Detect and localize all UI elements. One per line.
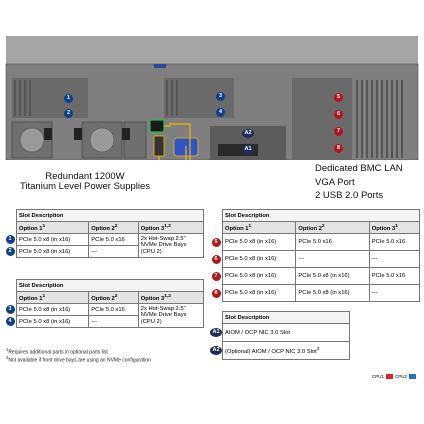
slot-2-marker: 2 (64, 109, 73, 118)
usb-ports-label: 2 USB 2.0 Ports (315, 190, 384, 201)
cell-option2: PCIe 5.0 x8 (in x16) (295, 284, 370, 302)
psu-3 (122, 121, 147, 159)
cell-option1: PCIe 5.0 x8 (in x16) (15, 303, 90, 316)
legend-cpu1-label: CPU1 (371, 374, 384, 379)
cell-option3: PCIe 5.0 x16 (368, 267, 421, 285)
row-marker: 6 (211, 254, 221, 264)
table3-col-option1: Option 11 (221, 221, 297, 234)
cell-option3: --- (368, 250, 421, 268)
table1-title: Slot Description (16, 209, 204, 222)
cell-option2: PCIe 5.0 x16 (88, 303, 139, 316)
legend-cpu1-swatch (385, 374, 393, 379)
row-marker: 2 (5, 247, 15, 256)
cell-option3: 2x Hot-Swap 2.5"NVMe Drive Bays(CPU 2) (137, 233, 205, 258)
usb-ports (153, 135, 165, 157)
cell-option1: PCIe 5.0 x8 (in x16) (221, 284, 297, 302)
table-row: A2 (Optional) AIOM / OCP NIC 3.0 Slot3 (210, 341, 350, 360)
aiom-table: Slot Description A1 AIOM / OCP NIC 3.0 S… (210, 311, 350, 360)
row-marker: 5 (211, 237, 221, 247)
slot-table-2: Slot Description Option 11 Option 22 Opt… (4, 279, 205, 328)
table3-col-option2: Option 22 (295, 221, 370, 234)
table-row: 8 PCIe 5.0 x8 (in x16) PCIe 5.0 x8 (in x… (210, 284, 421, 302)
cell-option2: PCIe 5.0 x8 (in x16) (295, 267, 370, 285)
cell-description: (Optional) AIOM / OCP NIC 3.0 Slot3 (222, 341, 350, 360)
slot-8-marker: 8 (334, 144, 343, 153)
cell-option3: 2x Hot-Swap 2.5"NVMe Drive Bays(CPU 2) (137, 303, 205, 328)
row-marker: 8 (211, 288, 221, 298)
cell-option1: PCIe 5.0 x8 (in x16) (15, 315, 90, 328)
riser-left (12, 78, 88, 118)
table-row: A1 AIOM / OCP NIC 3.0 Slot (210, 323, 350, 342)
cell-option2: PCIe 5.0 x16 (295, 233, 370, 251)
table1-col-option1: Option 11 (15, 221, 90, 234)
table3-title: Slot Description (222, 209, 420, 222)
cell-option1: PCIe 5.0 x8 (in x16) (221, 250, 297, 268)
row-marker: 1 (5, 235, 15, 244)
bmc-lan-label: Dedicated BMC LAN (315, 163, 403, 174)
row-marker: 4 (5, 317, 15, 326)
slot-a1-marker: A1 (242, 145, 254, 154)
slot-7-marker: 7 (334, 127, 343, 136)
table2-col-option3: Option 31,2 (137, 291, 205, 304)
table2-title: Slot Description (16, 279, 204, 292)
psu-label-line1: Redundant 1200W (45, 171, 125, 182)
slot-5-marker: 5 (334, 93, 343, 102)
table-row: 6 PCIe 5.0 x8 (in x16) --- --- (210, 250, 421, 268)
legend-cpu2-swatch (409, 374, 416, 379)
slot-table-3: Slot Description Option 11 Option 22 Opt… (210, 209, 421, 302)
row-marker: 7 (211, 271, 221, 281)
slot-4-marker: 4 (216, 108, 225, 117)
cell-option3: PCIe 5.0 x16 (368, 233, 421, 251)
table2-col-option2: Option 22 (88, 291, 139, 304)
cell-option2: --- (295, 250, 370, 268)
cell-option1: PCIe 5.0 x8 (in x16) (15, 233, 90, 246)
row-marker: A2 (210, 346, 222, 355)
table-row: 7 PCIe 5.0 x8 (in x16) PCIe 5.0 x8 (in x… (210, 267, 421, 285)
aiom-table-title: Slot Description (222, 311, 350, 324)
cell-option2: PCIe 5.0 x16 (88, 233, 139, 246)
vga-port-label: VGA Port (315, 177, 355, 188)
cell-option2: --- (88, 245, 139, 258)
riser-right (292, 78, 352, 160)
table1-col-option3: Option 31,2 (137, 221, 205, 234)
table1-col-option2: Option 22 (88, 221, 139, 234)
slot-6-marker: 6 (334, 110, 343, 119)
table-row: 3 PCIe 5.0 x8 (in x16) PCIe 5.0 x16 2x H… (4, 303, 205, 328)
slot-3-marker: 3 (216, 92, 225, 101)
cell-description: AIOM / OCP NIC 3.0 Slot (222, 323, 350, 342)
callout-lines (158, 123, 191, 160)
row-marker: A1 (210, 328, 222, 337)
table3-col-option3: Option 31 (368, 221, 421, 234)
footnote-1: 1Requires additional parts in optional p… (6, 347, 108, 356)
cell-option1: PCIe 5.0 x8 (in x16) (221, 233, 297, 251)
cell-option2: --- (88, 315, 139, 328)
bmc-lan-port (149, 119, 165, 133)
cpu-legend: CPU1 CPU2 (372, 374, 416, 379)
psu-label-line2: Titanium Level Power Supplies (19, 181, 151, 193)
vent-pattern (14, 80, 403, 158)
table2-col-option1: Option 11 (15, 291, 90, 304)
psu-label: Redundant 1200W Titanium Level Power Sup… (10, 171, 160, 193)
table-row: 5 PCIe 5.0 x8 (in x16) PCIe 5.0 x16 PCIe… (210, 233, 421, 251)
table-row: 2 PCIe 5.0 x8 (in x16) --- (4, 245, 204, 258)
table-row: 4 PCIe 5.0 x8 (in x16) --- (4, 315, 204, 328)
cell-option1: PCIe 5.0 x8 (in x16) (221, 267, 297, 285)
psu-1 (11, 121, 53, 159)
row-marker: 3 (5, 305, 15, 314)
cell-option3: --- (368, 284, 421, 302)
server-rear-panel (5, 36, 419, 160)
top-label (154, 64, 166, 68)
chassis-top (6, 36, 418, 68)
slot-table-1: Slot Description Option 11 Option 22 Opt… (4, 209, 205, 258)
footnote-2: 2Not available if front drive bays are u… (6, 355, 151, 364)
table-row: 1 PCIe 5.0 x8 (in x16) PCIe 5.0 x16 2x H… (4, 233, 205, 258)
legend-cpu2-label: CPU2 (394, 374, 407, 379)
slot-a2-marker: A2 (242, 129, 254, 138)
cell-option1: PCIe 5.0 x8 (in x16) (15, 245, 90, 258)
psu-2 (74, 121, 123, 159)
slot-1-marker: 1 (64, 94, 73, 103)
